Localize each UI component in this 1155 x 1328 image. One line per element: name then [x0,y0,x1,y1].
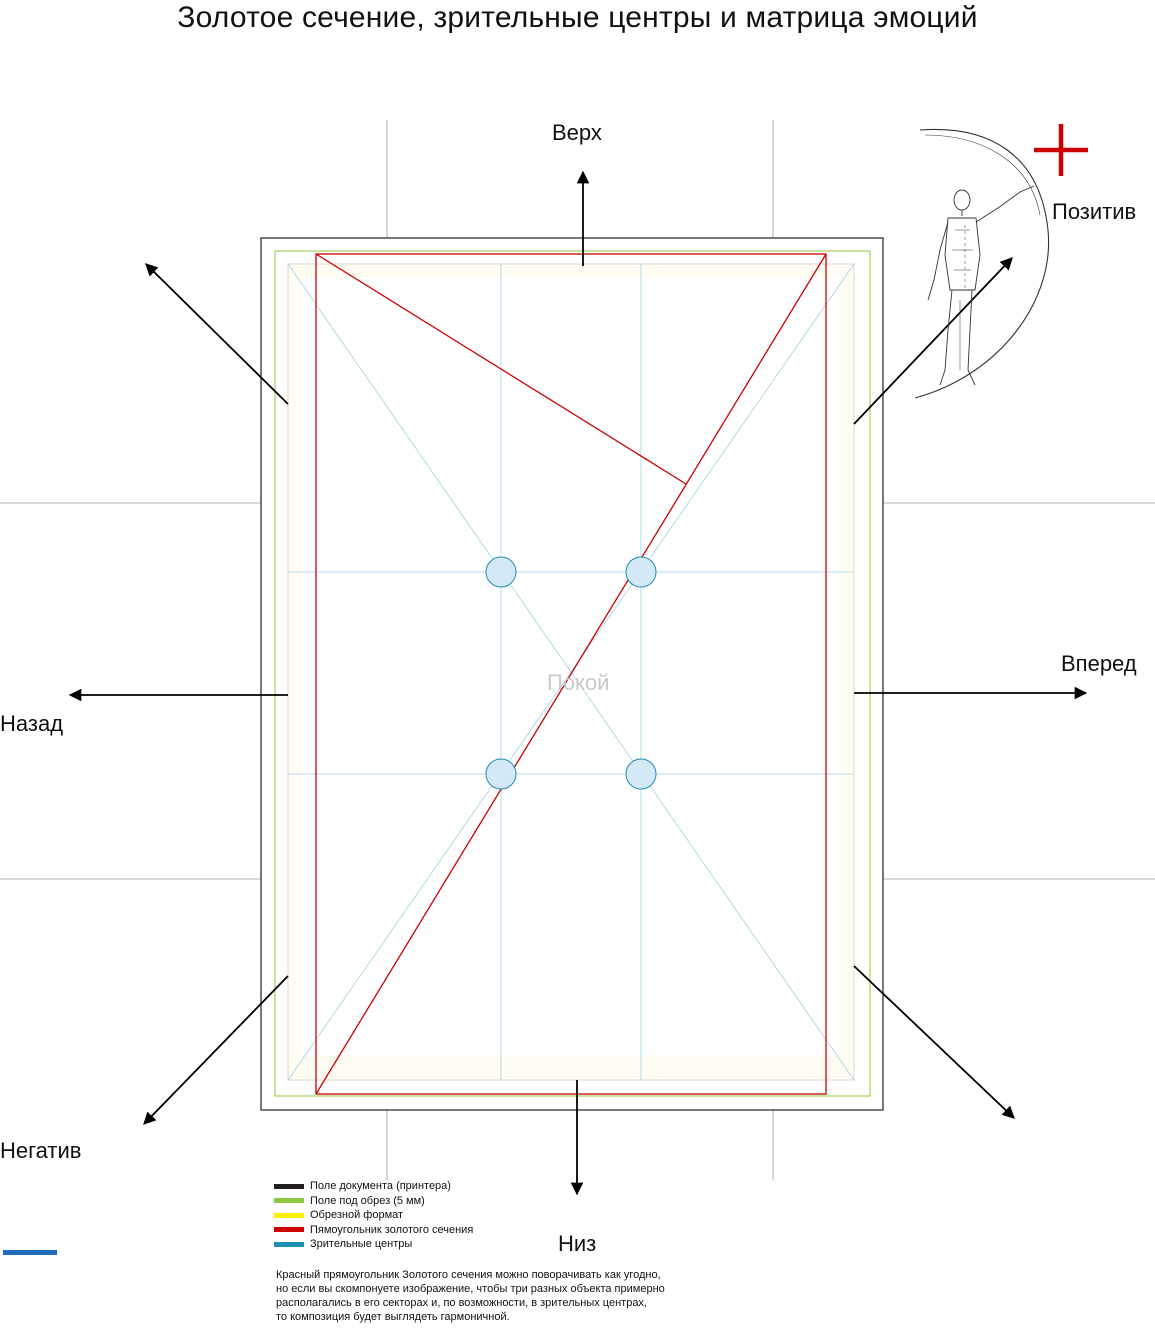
visual-center-grid [287,263,855,1081]
legend-swatch [274,1198,304,1204]
accent-bar [3,1250,57,1255]
legend-swatch [274,1227,304,1233]
legend-item-visual-centers: Зрительные центры [274,1237,473,1252]
label-positive: Позитив [1052,199,1137,224]
arrow-up-left [145,263,289,405]
human-figure-sketch-icon [914,128,1050,399]
legend-item-trim-format: Обрезной формат [274,1208,473,1223]
legend-label: Поле документа (принтера) [310,1180,451,1192]
visual-center-top-left [485,556,517,588]
legend-label: Обрезной формат [310,1209,404,1221]
visual-centers [485,556,657,790]
arrow-negative [143,975,289,1125]
direction-arrows [68,170,1088,1196]
golden-section-diagonal [315,253,827,1095]
label-up: Верх [552,120,602,145]
note-line: располагались в его секторах и, по возмо… [276,1297,647,1309]
arrow-positive [853,257,1013,425]
bleed-field-rect [274,250,871,1097]
label-back: Назад [0,711,64,736]
label-forward: Вперед [1061,651,1137,676]
legend-swatch [274,1183,304,1189]
trim-inner-area [302,278,840,1055]
guide-lines [0,120,1155,1180]
note-line: но если вы скомпонуете изображение, чтоб… [276,1283,665,1295]
label-down: Низ [558,1231,597,1256]
visual-center-bottom-right [625,758,657,790]
legend-label: Пямоугольник золотого сечения [310,1223,474,1236]
legend-item-golden-rect: Пямоугольник золотого сечения [274,1223,473,1238]
label-negative: Негатив [0,1138,82,1163]
legend-label: Поле под обрез (5 мм) [310,1194,425,1207]
legend-swatch [274,1212,304,1218]
explanatory-note: Красный прямоугольник Золотого сечения м… [276,1268,746,1324]
legend-item-bleed-field: Поле под обрез (5 мм) [274,1194,473,1209]
legend-item-document-field: Поле документа (принтера) [274,1179,473,1194]
grid-diagonal-2 [287,263,855,1081]
golden-section [315,253,827,1095]
visual-center-bottom-left [485,758,517,790]
golden-section-perpendicular [315,253,687,485]
note-line: то композиция будет выглядеть гармонично… [276,1311,510,1323]
label-calm: Покой [547,670,610,695]
legend-label: Зрительные центры [310,1238,413,1250]
note-line: Красный прямоугольник Золотого сечения м… [276,1269,661,1281]
legend-swatch [274,1241,304,1247]
plus-icon [1034,124,1088,176]
page-title: Золотое сечение, зрительные центры и мат… [177,1,978,34]
legend: Поле документа (принтера) Поле под обрез… [274,1179,473,1252]
visual-center-top-right [625,556,657,588]
golden-section-rect [315,253,827,1095]
arrow-down-right [853,965,1015,1119]
